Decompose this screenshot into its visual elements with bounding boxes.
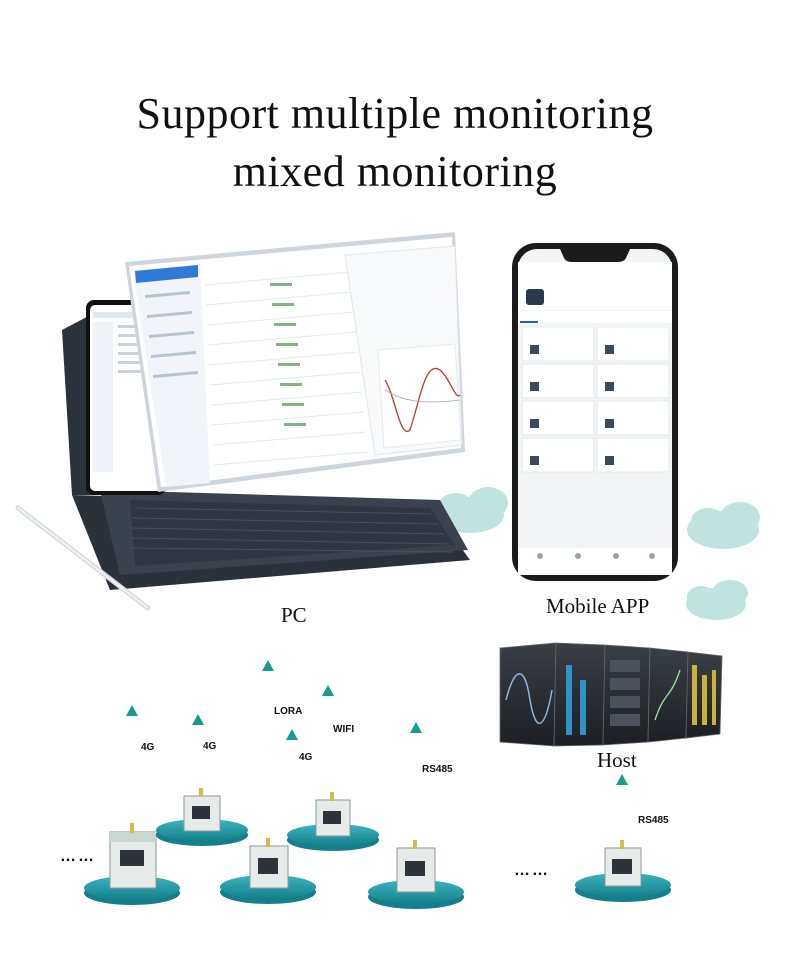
ellipsis-left: ……	[60, 848, 96, 865]
protocol-label-4g-1: 4G	[141, 742, 155, 753]
host-screens	[499, 642, 723, 747]
caption-host: Host	[597, 748, 637, 772]
iot-device-1	[84, 823, 180, 905]
protocol-label-4g-2: 4G	[203, 741, 217, 752]
stylus-pen	[15, 505, 151, 611]
cloud-bottom	[686, 580, 748, 620]
protocol-label-rs485-2: RS485	[638, 815, 669, 826]
iot-device-4	[287, 792, 379, 851]
tablet-keyboard-device	[62, 232, 470, 590]
iot-device-6	[575, 840, 671, 902]
protocol-label-rs485-1: RS485	[422, 764, 453, 775]
smartphone-device	[512, 243, 678, 581]
iot-device-2	[156, 788, 248, 846]
signal-arrows	[130, 668, 624, 845]
headline-line-2: mixed monitoring	[232, 147, 558, 196]
arrow-heads	[126, 660, 628, 785]
iot-device-5	[368, 840, 464, 909]
cloud-right	[687, 502, 760, 549]
ellipsis-right: ……	[514, 862, 550, 879]
protocol-label-4g-3: 4G	[299, 752, 313, 763]
caption-mobile-app: Mobile APP	[546, 594, 650, 618]
caption-pc: PC	[281, 603, 307, 627]
iot-device-3	[220, 838, 316, 904]
headline-line-1: Support multiple monitoring	[136, 89, 654, 138]
cloud-left	[436, 487, 508, 533]
protocol-label-wifi: WIFI	[333, 724, 355, 735]
protocol-label-lora: LORA	[274, 706, 303, 717]
keyboard-keys	[130, 500, 455, 566]
